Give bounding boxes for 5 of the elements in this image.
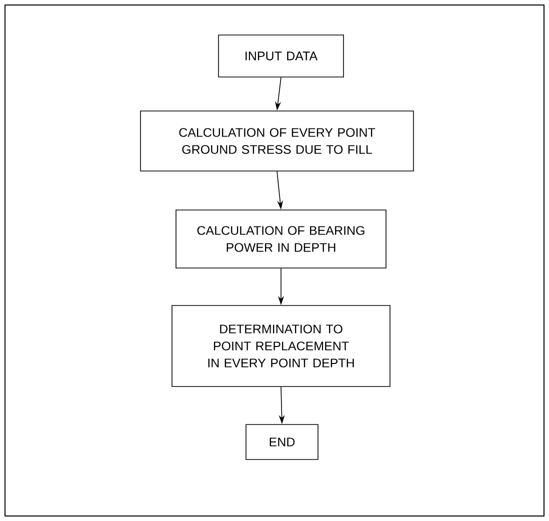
process-box: DETERMINATION TO POINT REPLACEMENT IN EVERY POINT DEPTH	[172, 305, 390, 387]
process-box: INPUT DATA	[218, 34, 344, 78]
process-box: END	[246, 424, 318, 460]
process-box: CALCULATION OF EVERY POINT GROUND STRESS DUE TO FILL	[140, 110, 414, 172]
process-box: CALCULATION OF BEARING POWER IN DEPTH	[176, 210, 386, 268]
